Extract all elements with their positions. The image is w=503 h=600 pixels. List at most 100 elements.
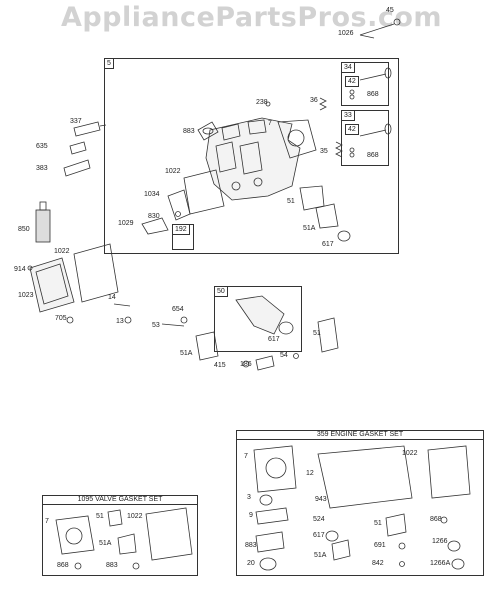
box-tag-50: 50 (214, 286, 228, 297)
label-914: 914 (14, 266, 26, 273)
rocker-cover-gasket-part (183, 169, 225, 215)
label-51A-upper: 51A (303, 225, 316, 232)
part-1029 (141, 217, 169, 235)
label-617-upper: 617 (322, 241, 334, 248)
label-54: 54 (280, 352, 288, 359)
intake-box-50 (214, 286, 302, 352)
label-51-lower: 51 (313, 330, 321, 337)
watermark: AppliancePartsPros.com (60, 2, 443, 33)
label-415: 415 (214, 362, 226, 369)
part-654 (180, 316, 188, 324)
engine-gasket-set-title: 359 ENGINE GASKET SET (236, 430, 484, 440)
label-kit359-9: 9 (249, 512, 253, 519)
intake-manifold-part (235, 295, 285, 335)
label-705: 705 (55, 315, 67, 322)
label-830: 830 (148, 213, 160, 220)
part-635 (69, 141, 87, 155)
part-914 (27, 265, 33, 271)
label-617-lower: 617 (268, 336, 280, 343)
box-tag-34-inner: 42 (345, 76, 359, 87)
label-kit1095-51: 51 (96, 513, 104, 520)
cylinder-head-assembly-box (104, 58, 399, 254)
exhaust-flange-part (315, 203, 339, 229)
spark-plug-part-337 (73, 121, 107, 137)
label-35: 35 (320, 148, 328, 155)
part-54 (293, 353, 299, 359)
label-kit359-51A: 51A (314, 552, 327, 559)
part-13 (124, 316, 132, 324)
label-box33-868: 868 (367, 152, 379, 159)
label-238: 238 (256, 99, 268, 106)
label-kit359-868: 868 (430, 516, 442, 523)
label-14: 14 (108, 294, 116, 301)
label-kit359-883: 883 (245, 542, 257, 549)
valve-spring-part (319, 97, 327, 111)
label-45: 45 (386, 7, 394, 14)
intake-port-part (197, 121, 219, 141)
label-654: 654 (172, 306, 184, 313)
label-1022-lower: 1022 (54, 248, 70, 255)
part-705 (66, 316, 74, 324)
valve-gasket-set-box (42, 495, 198, 576)
label-1023: 1023 (18, 292, 34, 299)
box-tag-33-inner: 42 (345, 124, 359, 135)
part-830 (175, 211, 181, 217)
box-tag-192: 192 (172, 224, 190, 235)
label-kit359-691: 691 (374, 542, 386, 549)
part-238 (265, 101, 271, 107)
label-kit1095-1022: 1022 (127, 513, 143, 520)
intake-gasket-part (317, 317, 339, 353)
part-383 (63, 159, 91, 177)
label-box34-868: 868 (367, 91, 379, 98)
rocker-cover-gasket-part-2 (73, 243, 119, 303)
label-kit359-20: 20 (247, 560, 255, 567)
label-kit359-3: 3 (247, 494, 251, 501)
label-1022-upper: 1022 (165, 168, 181, 175)
label-1029: 1029 (118, 220, 134, 227)
label-kit359-617: 617 (313, 532, 325, 539)
part-53 (161, 323, 185, 327)
o-ring-617-part-2 (278, 321, 294, 335)
head-gasket-part (277, 119, 317, 159)
label-13: 13 (116, 318, 124, 325)
part-1034 (167, 189, 191, 221)
label-kit1095-51A: 51A (99, 540, 112, 547)
label-7: 7 (268, 120, 272, 127)
label-kit1095-883: 883 (106, 562, 118, 569)
label-36: 36 (310, 97, 318, 104)
label-kit359-524: 524 (313, 516, 325, 523)
valve-box-34 (341, 62, 389, 106)
sealant-tube-part-850 (35, 201, 51, 243)
dipstick-tube-part (359, 18, 401, 39)
label-1034: 1034 (144, 191, 160, 198)
label-51-upper: 51 (287, 198, 295, 205)
label-kit359-1266A: 1266A (430, 560, 451, 567)
label-186: 186 (240, 361, 252, 368)
box-tag-34: 34 (341, 62, 355, 73)
label-51A-lower: 51A (180, 350, 193, 357)
label-kit359-943: 943 (315, 496, 327, 503)
box-tag-33: 33 (341, 110, 355, 121)
kit-359-parts (253, 445, 471, 571)
part-415 (242, 360, 250, 368)
label-53: 53 (152, 322, 160, 329)
label-883: 883 (183, 128, 195, 135)
label-337: 337 (70, 118, 82, 125)
valve-gasket-set-title: 1095 VALVE GASKET SET (42, 495, 198, 505)
valve-box-33 (341, 110, 389, 166)
intake-flange-part (195, 331, 219, 361)
rocker-cover-part (29, 257, 75, 313)
label-kit1095-868: 868 (57, 562, 69, 569)
label-635: 635 (36, 143, 48, 150)
label-1026: 1026 (338, 30, 354, 37)
part-186 (255, 355, 275, 371)
cylinder-head-part (205, 117, 301, 201)
engine-gasket-set-box (236, 430, 484, 576)
label-850: 850 (18, 226, 30, 233)
label-kit359-842: 842 (372, 560, 384, 567)
label-kit359-12: 12 (306, 470, 314, 477)
label-kit359-51: 51 (374, 520, 382, 527)
label-kit1095-7: 7 (45, 518, 49, 525)
box-tag-5: 5 (104, 58, 114, 69)
